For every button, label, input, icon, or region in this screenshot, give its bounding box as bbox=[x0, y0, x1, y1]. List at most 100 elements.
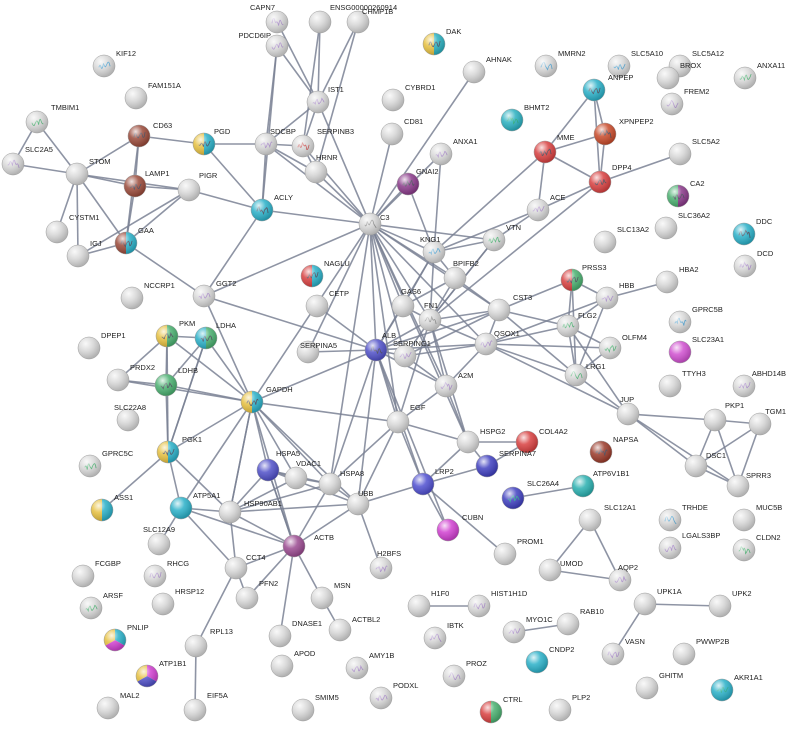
node-msn[interactable]: MSN bbox=[310, 581, 351, 610]
node-cubn[interactable]: CUBN bbox=[436, 513, 483, 542]
node-bpifb2[interactable]: BPIFB2 bbox=[443, 259, 479, 290]
node-eif5a[interactable]: EIF5A bbox=[183, 691, 228, 722]
node-anxa1[interactable]: ANXA1 bbox=[429, 137, 478, 166]
node-serpinb3[interactable]: SERPINB3 bbox=[291, 127, 354, 158]
node-abhd14b[interactable]: ABHD14B bbox=[732, 369, 786, 398]
node-chmp1b[interactable]: CHMP1B bbox=[346, 7, 393, 34]
node-apod[interactable]: APOD bbox=[270, 649, 316, 678]
node-lamp1[interactable]: LAMP1 bbox=[123, 169, 170, 198]
node-pwwp2b[interactable]: PWWP2B bbox=[672, 637, 729, 666]
node-ggt2[interactable]: GGT2 bbox=[192, 279, 236, 308]
node-actb[interactable]: ACTB bbox=[282, 533, 334, 558]
node-upk1a[interactable]: UPK1A bbox=[633, 587, 682, 616]
node-vasn[interactable]: VASN bbox=[601, 637, 645, 666]
node-trhde[interactable]: TRHDE bbox=[658, 503, 708, 532]
node-slc5a2[interactable]: SLC5A2 bbox=[668, 137, 720, 166]
node-ass1[interactable]: ASS1 bbox=[90, 493, 133, 522]
node-umod[interactable]: UMOD bbox=[538, 558, 583, 582]
node-pkp1[interactable]: PKP1 bbox=[703, 401, 744, 432]
node-igj[interactable]: IGJ bbox=[66, 239, 102, 268]
node-frem2[interactable]: FREM2 bbox=[660, 87, 709, 116]
node-hspa5[interactable]: HSPA5 bbox=[256, 449, 300, 482]
node-hba2[interactable]: HBA2 bbox=[655, 265, 699, 294]
node-slc12a1[interactable]: SLC12A1 bbox=[578, 503, 636, 532]
node-gprc5c[interactable]: GPRC5C bbox=[78, 449, 134, 478]
node-col4a2[interactable]: COL4A2 bbox=[515, 427, 568, 454]
node-prdx2[interactable]: PRDX2 bbox=[106, 363, 155, 392]
node-hist1h1d[interactable]: HIST1H1D bbox=[467, 589, 528, 618]
node-slc12a9[interactable]: SLC12A9 bbox=[143, 525, 175, 556]
node-cct4[interactable]: CCT4 bbox=[224, 553, 266, 580]
node-fcgbp[interactable]: FCGBP bbox=[71, 559, 121, 588]
node-atp5a1[interactable]: ATP5A1 bbox=[169, 491, 220, 520]
node-pkm[interactable]: PKM bbox=[155, 319, 195, 348]
node-anxa11[interactable]: ANXA11 bbox=[733, 61, 785, 90]
node-cybrd1[interactable]: CYBRD1 bbox=[381, 83, 435, 112]
node-ctrl[interactable]: CTRL bbox=[479, 695, 523, 724]
node-pfn2[interactable]: PFN2 bbox=[235, 579, 278, 610]
node-gapdh[interactable]: GAPDH bbox=[240, 385, 293, 414]
node-c3[interactable]: C3 bbox=[358, 212, 390, 236]
node-lrg1[interactable]: LRG1 bbox=[564, 362, 606, 387]
node-brox[interactable]: BROX bbox=[656, 61, 701, 90]
node-dpep1[interactable]: DPEP1 bbox=[77, 331, 126, 360]
node-mmrn2[interactable]: MMRN2 bbox=[534, 49, 586, 78]
node-akr1a1[interactable]: AKR1A1 bbox=[710, 673, 763, 702]
node-ca2[interactable]: CA2 bbox=[666, 179, 705, 208]
node-pnlip[interactable]: PNLIP bbox=[103, 623, 149, 652]
node-atp1b1[interactable]: ATP1B1 bbox=[135, 659, 186, 688]
node-cst3[interactable]: CST3 bbox=[487, 293, 532, 322]
node-h2bfs[interactable]: H2BFS bbox=[369, 549, 401, 580]
node-serpina5[interactable]: SERPINA5 bbox=[296, 340, 337, 364]
node-prom1[interactable]: PROM1 bbox=[493, 537, 544, 566]
node-ghitm[interactable]: GHITM bbox=[635, 671, 683, 700]
node-stom[interactable]: STOM bbox=[65, 157, 111, 186]
node-napsa[interactable]: NAPSA bbox=[589, 435, 638, 464]
node-sdcbp[interactable]: SDCBP bbox=[254, 127, 296, 156]
node-serpina7[interactable]: SERPINA7 bbox=[475, 449, 536, 478]
node-cndp2[interactable]: CNDP2 bbox=[525, 645, 574, 674]
node-podxl[interactable]: PODXL bbox=[369, 681, 418, 710]
node-gas6[interactable]: GAS6 bbox=[391, 287, 421, 318]
node-serping1[interactable]: SERPING1 bbox=[393, 339, 431, 368]
node-cd81[interactable]: CD81 bbox=[380, 117, 423, 146]
node-qsox1[interactable]: QSOX1 bbox=[474, 329, 520, 356]
node-fam151a[interactable]: FAM151A bbox=[124, 81, 181, 110]
node-kng1[interactable]: KNG1 bbox=[420, 235, 446, 264]
node-upk2[interactable]: UPK2 bbox=[708, 589, 752, 618]
node-dsc1[interactable]: DSC1 bbox=[684, 451, 726, 478]
node-vdac1[interactable]: VDAC1 bbox=[284, 459, 321, 490]
node-proz[interactable]: PROZ bbox=[442, 659, 487, 688]
node-myo1c[interactable]: MYO1C bbox=[502, 615, 553, 644]
node-anpep[interactable]: ANPEP bbox=[582, 73, 633, 102]
node-mal2[interactable]: MAL2 bbox=[96, 691, 140, 720]
node-ttyh3[interactable]: TTYH3 bbox=[658, 369, 706, 398]
node-actbl2[interactable]: ACTBL2 bbox=[328, 615, 380, 642]
node-vtn[interactable]: VTN bbox=[482, 223, 521, 252]
node-ubb[interactable]: UBB bbox=[346, 489, 373, 516]
node-slc23a1[interactable]: SLC23A1 bbox=[668, 335, 724, 364]
node-flg2[interactable]: FLG2 bbox=[556, 311, 597, 338]
node-rpl13[interactable]: RPL13 bbox=[184, 627, 233, 658]
node-hsp90ab1[interactable]: HSP90AB1 bbox=[218, 499, 282, 524]
node-ldha[interactable]: LDHA bbox=[194, 321, 236, 350]
node-lrp2[interactable]: LRP2 bbox=[411, 467, 454, 496]
node-ldhb[interactable]: LDHB bbox=[154, 366, 198, 397]
node-mme[interactable]: MME bbox=[533, 133, 575, 164]
node-pigr[interactable]: PIGR bbox=[177, 171, 218, 202]
node-ensg[interactable]: ENSG00000260914 bbox=[308, 3, 397, 34]
node-cetp[interactable]: CETP bbox=[305, 289, 349, 318]
node-fn1[interactable]: FN1 bbox=[418, 301, 442, 332]
node-prss3[interactable]: PRSS3 bbox=[560, 263, 607, 292]
node-kif12[interactable]: KIF12 bbox=[92, 49, 136, 78]
node-ahnak[interactable]: AHNAK bbox=[462, 55, 512, 84]
node-capn7[interactable]: CAPN7 bbox=[250, 3, 289, 34]
node-hspa8[interactable]: HSPA8 bbox=[318, 469, 364, 496]
node-cd63[interactable]: CD63 bbox=[127, 121, 172, 148]
node-arsf[interactable]: ARSF bbox=[79, 591, 123, 620]
node-pgk1[interactable]: PGK1 bbox=[156, 435, 202, 464]
node-muc5b[interactable]: MUC5B bbox=[732, 503, 782, 532]
node-tmbim1[interactable]: TMBIM1 bbox=[25, 103, 79, 134]
node-tgm1[interactable]: TGM1 bbox=[748, 407, 786, 436]
node-ddc[interactable]: DDC bbox=[732, 217, 773, 246]
